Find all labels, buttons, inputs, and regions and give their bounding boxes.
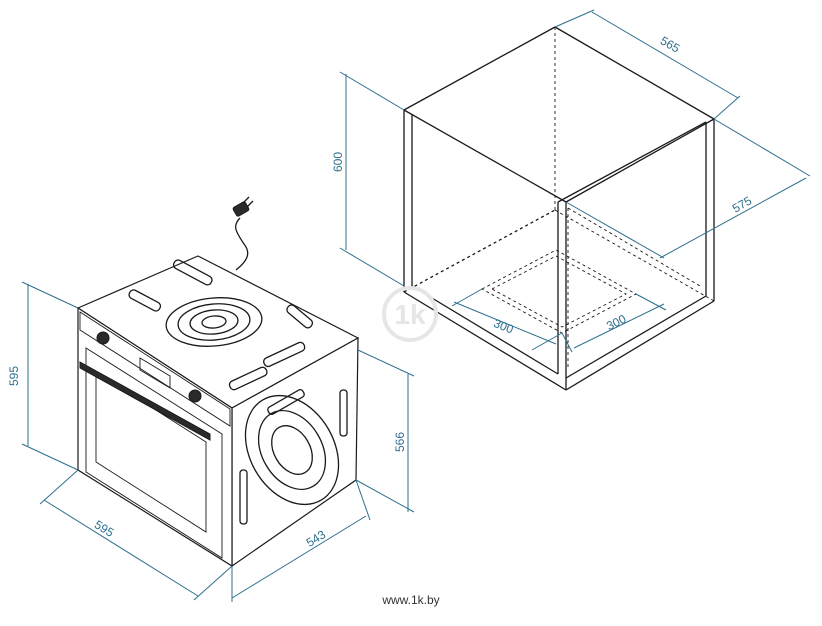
oven-height-label: 595	[7, 366, 21, 386]
top-vent-slot	[172, 259, 213, 286]
oven-depth-dim-line	[231, 515, 367, 599]
right-knob-icon	[188, 389, 202, 403]
oven-side-height-label: 566	[393, 432, 407, 452]
watermark-text: 1k	[394, 299, 426, 330]
oven-door	[85, 347, 223, 559]
power-plug-icon	[232, 201, 250, 217]
side-ring-inner	[271, 425, 313, 475]
top-ring-core	[201, 315, 227, 329]
cutout-right-label: 300	[604, 312, 628, 334]
oven-width-label: 595	[92, 517, 117, 540]
top-vent-slot	[286, 304, 314, 329]
top-vent-slot	[128, 289, 162, 312]
top-ring-mid	[177, 303, 251, 341]
oven-drawing	[76, 196, 360, 568]
oven-width-dim-line	[43, 499, 199, 597]
cutout-right-dim-line	[573, 303, 665, 349]
side-ring-mid	[257, 410, 327, 490]
side-vent-slot	[267, 388, 305, 416]
power-cord	[234, 217, 249, 271]
plug-pin	[246, 200, 254, 208]
side-ring-outer	[244, 394, 340, 506]
oven-depth-label: 543	[304, 527, 329, 550]
top-vent-slot	[228, 366, 268, 391]
plug-pin	[242, 196, 250, 204]
left-knob-icon	[96, 331, 110, 345]
side-vent-slot	[239, 469, 248, 525]
niche-height-label: 600	[331, 152, 345, 172]
niche-drawing	[403, 26, 715, 391]
display-window	[139, 357, 171, 389]
top-ring-inner	[189, 309, 239, 335]
top-vent-slot	[263, 341, 306, 368]
top-ring-outer	[165, 297, 263, 347]
cutout-left-dim-line	[453, 301, 557, 345]
watermark-logo: 1k	[382, 286, 438, 342]
niche-width-dim-line	[591, 11, 739, 99]
niche-depth-label: 575	[730, 193, 755, 215]
niche-depth-dim-line	[659, 177, 807, 259]
oven-door-glass	[95, 371, 207, 533]
footer-site: www.1k.by	[381, 593, 439, 607]
door-handle	[79, 361, 211, 441]
side-vent-slot	[339, 389, 348, 437]
cutout-left-label: 300	[492, 316, 516, 337]
control-panel	[79, 311, 231, 427]
